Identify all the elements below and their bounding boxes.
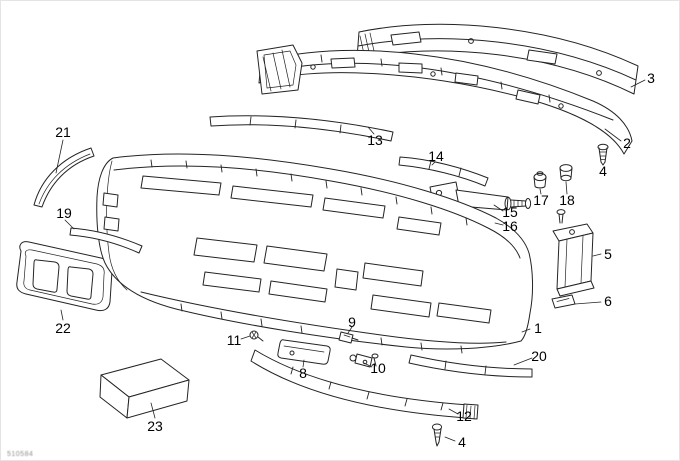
callout-6[interactable]: 6 [604,293,612,309]
callout-10[interactable]: 10 [370,360,386,376]
part-4-screw-bottom [431,423,443,447]
part-2-impact-bar [256,44,633,155]
part-12-spoiler-strip [250,349,479,420]
callout-14[interactable]: 14 [428,148,444,164]
callout-2[interactable]: 2 [623,135,631,151]
part-23-box [99,358,190,419]
callout-19[interactable]: 19 [56,205,72,221]
callout-18[interactable]: 18 [559,192,575,208]
part-21-moulding [33,147,95,208]
part-4-screw-right [597,143,609,166]
callout-15[interactable]: 15 [502,204,518,220]
part-9-clip [338,331,359,344]
corner-code: 510584 [7,451,34,458]
part-3-reinforcement-bar [356,23,639,95]
callout-11[interactable]: 11 [226,332,242,348]
part-13-trim-strip [209,115,394,142]
part-18-grommet [559,164,573,182]
callout-22[interactable]: 22 [55,320,71,336]
part-1-bumper-cover [96,153,533,354]
part-20-strip [408,354,533,378]
callout-16[interactable]: 16 [502,218,518,234]
callout-17[interactable]: 17 [533,192,549,208]
part-11-screw [249,330,264,342]
callout-21[interactable]: 21 [55,124,71,140]
callout-13[interactable]: 13 [367,132,383,148]
callout-12[interactable]: 12 [456,408,472,424]
part-10-bracket [349,353,379,368]
part-14-trim-strip [398,156,489,187]
part-8-plate [277,339,331,365]
part-17-spacer [533,171,547,189]
callout-8[interactable]: 8 [299,365,307,381]
callout-1[interactable]: 1 [534,320,542,336]
callout-23[interactable]: 23 [147,418,163,434]
leader-lines [55,79,646,442]
callout-5[interactable]: 5 [604,246,612,262]
part-5-bracket [552,209,595,297]
callout-20[interactable]: 20 [531,348,547,364]
part-6-clip [551,294,576,309]
part-19-strip [69,227,143,254]
callout-4-right[interactable]: 4 [599,163,607,179]
part-22-gasket [16,241,113,312]
callout-4-bottom[interactable]: 4 [458,434,466,450]
callout-3[interactable]: 3 [647,70,655,86]
callout-9[interactable]: 9 [348,314,356,330]
